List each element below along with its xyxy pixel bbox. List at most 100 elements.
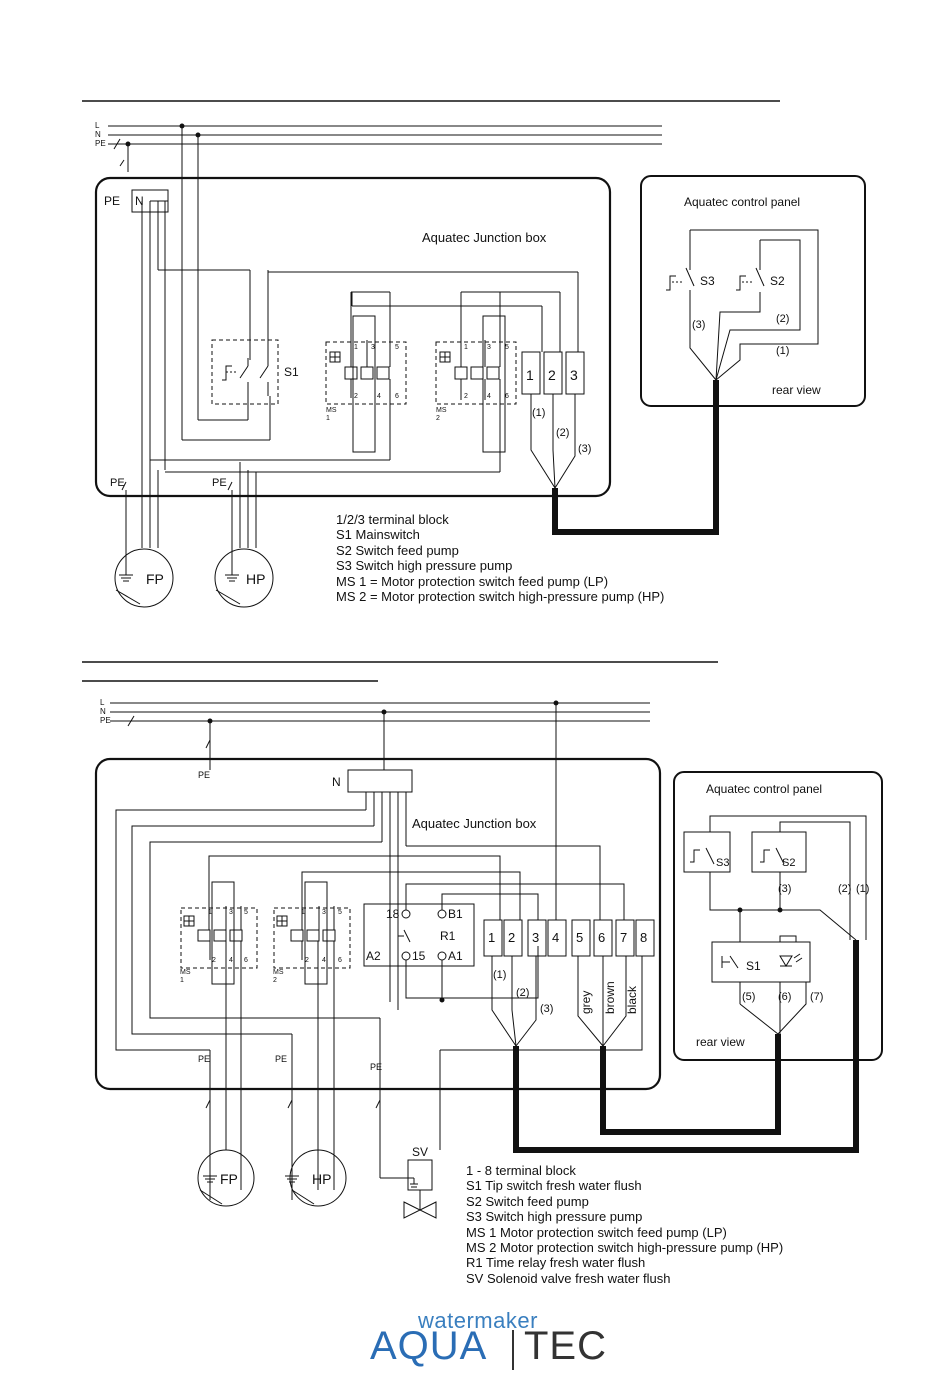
d2-cp-rear: rear view: [696, 1035, 745, 1049]
d1-hp-label: HP: [246, 571, 265, 587]
d1-legend-item: S3 Switch high pressure pump: [336, 558, 513, 574]
d1-s1-box: [211, 339, 279, 405]
d2-relay-r1: [363, 903, 475, 967]
d2-s1-box: [711, 941, 811, 983]
d1-ms2-num: 2: [436, 415, 440, 422]
d2-ms1-t5: 5: [244, 909, 248, 916]
d1-ms1-num: 1: [326, 415, 330, 422]
d2-legend-item: S3 Switch high pressure pump: [466, 1209, 643, 1225]
d2-ms2-t6: 6: [338, 957, 342, 964]
d2-cp-s2: S2: [782, 857, 795, 869]
d1-cp-s3: S3: [700, 274, 715, 288]
d2-motor-hp: [289, 1149, 347, 1207]
d1-wire-1: (1): [532, 407, 545, 419]
d2-cp-s1: S1: [746, 959, 761, 973]
d2-ms1-t6: 6: [244, 957, 248, 964]
d2-ms2-t3: 3: [322, 909, 326, 916]
d2-relay-b1: B1: [448, 907, 463, 921]
d1-ms1-t4: 4: [377, 393, 381, 400]
d1-term-2: 2: [548, 367, 556, 383]
d1-cp-title: Aquatec control panel: [684, 195, 800, 209]
d2-legend-item: MS 2 Motor protection switch high-pressu…: [466, 1240, 784, 1256]
d2-ms2-t5: 5: [338, 909, 342, 916]
d1-label-n: N: [95, 130, 101, 139]
d2-legend-item: SV Solenoid valve fresh water flush: [466, 1270, 671, 1286]
d1-jb-pe: PE: [104, 194, 120, 208]
d2-term-2: 2: [508, 930, 515, 945]
d1-ms1-t3: 3: [371, 344, 375, 351]
d2-color-grey: grey: [579, 991, 593, 1014]
d1-legend-item: S2 Switch feed pump: [336, 542, 459, 558]
d2-ms1-t4: 4: [229, 957, 233, 964]
d1-cp-s2: S2: [770, 274, 785, 288]
d2-ms2-t4: 4: [322, 957, 326, 964]
d1-thick-cable: [552, 380, 719, 535]
d2-cp-w3: (3): [778, 883, 791, 895]
d1-ms1-t1: 1: [354, 344, 358, 351]
d2-ms1-t3: 3: [229, 909, 233, 916]
d2-color-black: black: [625, 985, 639, 1014]
logo-sub-text: TEC: [524, 1324, 607, 1368]
d1-ms2-t3: 3: [487, 344, 491, 351]
d2-ms2-tag: MS: [273, 969, 284, 976]
d2-terminal-5: [571, 919, 591, 957]
d1-jb-title: Aquatec Junction box: [422, 230, 547, 245]
d2-wire-2: (2): [516, 987, 529, 999]
d1-ms2-box: [435, 341, 517, 405]
d2-terminal-2: [503, 919, 523, 957]
d1-ms2-t5: 5: [505, 344, 509, 351]
d2-term-5: 5: [576, 930, 583, 945]
d1-legend-item: MS 2 = Motor protection switch high-pres…: [336, 589, 665, 605]
d2-label-l: L: [100, 698, 105, 707]
logo-divider: [512, 1330, 514, 1370]
d2-ms1-t2: 2: [212, 957, 216, 964]
d2-cp-w7: (7): [810, 991, 823, 1003]
logo-main-text: AQUA: [370, 1324, 488, 1368]
d1-legend-item: S1 Mainswitch: [336, 527, 420, 543]
d2-ms2-t1: 1: [301, 909, 305, 916]
d2-legend-item: R1 Time relay fresh water flush: [466, 1255, 646, 1271]
d1-label-pe: PE: [95, 139, 106, 148]
d2-solenoid-sv: [407, 1159, 433, 1191]
d1-motor-fp: [114, 548, 174, 608]
logo-top-text: watermaker: [418, 1308, 538, 1333]
d2-ms2-num: 2: [273, 977, 277, 984]
d2-cp-title: Aquatec control panel: [706, 782, 822, 796]
d2-relay-name: R1: [440, 929, 456, 943]
d1-ms1-box: [325, 341, 407, 405]
d1-term-3: 3: [570, 367, 578, 383]
d2-cp-s3: S3: [716, 857, 729, 869]
d1-s1-label: S1: [284, 365, 299, 379]
d2-legend-item: 1 - 8 terminal block: [466, 1163, 576, 1178]
d1-pe-hp: PE: [212, 477, 227, 489]
d2-cp-w5: (5): [742, 991, 755, 1003]
d1-ms1-tag: MS: [326, 407, 337, 414]
d2-legend-item: MS 1 Motor protection switch feed pump (…: [466, 1224, 727, 1240]
d2-pe-fp: PE: [198, 1054, 210, 1064]
d2-jb-title: Aquatec Junction box: [412, 816, 537, 831]
d2-cp-w1: (1): [856, 883, 869, 895]
d2-wire-1: (1): [493, 969, 506, 981]
d2-color-brown: brown: [603, 981, 617, 1014]
d2-term-6: 6: [598, 930, 605, 945]
d2-pe-top: PE: [198, 770, 210, 780]
d2-ms1-box: [180, 907, 258, 969]
d2-terminal-8: [635, 919, 655, 957]
aquatec-logo: watermaker AQUA TEC: [360, 1308, 620, 1374]
d2-ms1-t1: 1: [208, 909, 212, 916]
d2-ms1-tag: MS: [180, 969, 191, 976]
d2-wire-3: (3): [540, 1003, 553, 1015]
d2-pe-hp: PE: [275, 1054, 287, 1064]
d2-motor-fp: [197, 1149, 255, 1207]
d2-term-8: 8: [640, 930, 647, 945]
d2-term-3: 3: [532, 930, 539, 945]
d1-ms1-t6: 6: [395, 393, 399, 400]
d2-label-n: N: [100, 707, 106, 716]
d1-legend: 1/2/3 terminal block S1 Mainswitch S2 Sw…: [336, 512, 664, 604]
d2-relay-a1: A1: [448, 949, 463, 963]
d1-legend-item: 1/2/3 terminal block: [336, 512, 449, 527]
d2-sv-label: SV: [412, 1145, 428, 1159]
d2-terminal-1: [483, 919, 503, 957]
d2-legend-item: S1 Tip switch fresh water flush: [466, 1178, 642, 1194]
